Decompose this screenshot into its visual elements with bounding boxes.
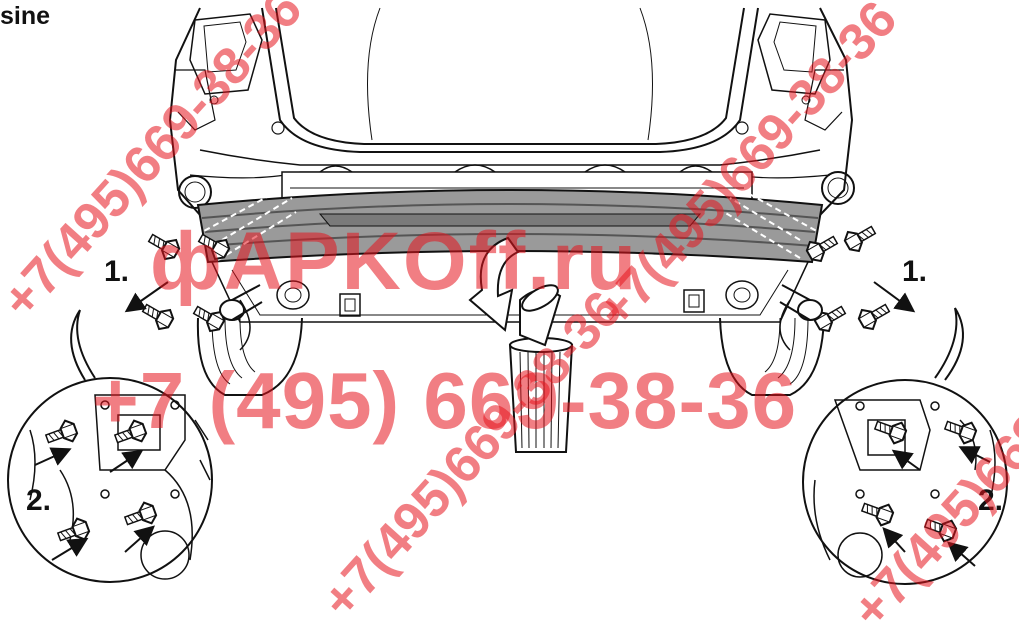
detail-magnifier-circle	[7, 309, 213, 583]
page-title: sine	[0, 2, 51, 30]
step-1-label-left: 1.	[104, 255, 130, 288]
detail-magnifier-circle-right	[802, 307, 1008, 585]
step2-arrows-right	[882, 446, 991, 567]
step-1-label-right: 1.	[902, 255, 928, 288]
bolt-guide-lines	[177, 189, 843, 261]
step2-arrows-left	[34, 447, 155, 561]
step1-arrows	[124, 281, 916, 313]
rear-tires	[196, 317, 825, 396]
step-2-label-left: 2.	[26, 484, 52, 517]
spacer-tubes	[219, 284, 823, 321]
step-2-label-right: 2.	[978, 484, 1004, 517]
bumper-removal-diagram	[7, 7, 1008, 585]
removal-arrow-icon	[468, 236, 520, 332]
bumper-reinforcement-beam	[196, 189, 824, 264]
trash-bin-icon	[508, 284, 574, 453]
